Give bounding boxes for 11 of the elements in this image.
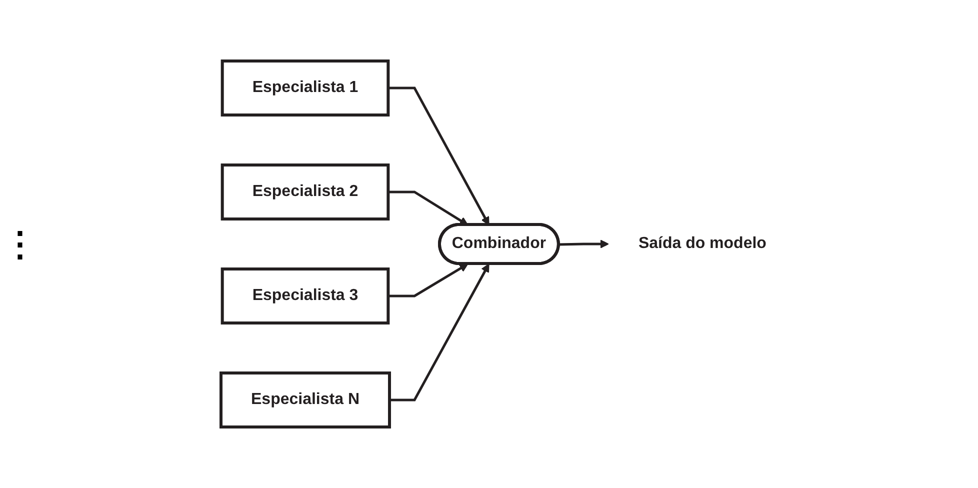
- node-box: Especialista 1: [221, 60, 390, 116]
- node-box: Especialista 3: [221, 268, 390, 324]
- arrow: [388, 264, 468, 298]
- node-box: Especialista N: [220, 371, 392, 428]
- arrow: [559, 240, 610, 248]
- arrow: [390, 264, 490, 402]
- arrow: [388, 190, 468, 226]
- node-text: Saída do modelo: [638, 234, 767, 252]
- node-box: Especialista 2: [221, 164, 390, 220]
- ellipsis-mark: ⋮: [2, 224, 38, 264]
- arrow: [388, 86, 490, 226]
